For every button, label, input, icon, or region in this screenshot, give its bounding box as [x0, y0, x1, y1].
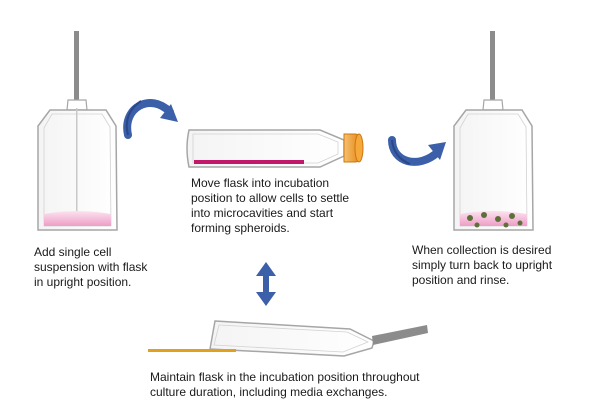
upright-flask-left [37, 31, 118, 231]
incubation-baseline [148, 349, 236, 352]
caption-maintain: Maintain flask in the incubation positio… [150, 370, 420, 400]
caption-line: Add single cell [34, 245, 112, 259]
caption-line: simply turn back to upright [412, 258, 553, 272]
caption-collect: When collection is desired simply turn b… [412, 243, 552, 288]
double-arrow-icon [256, 262, 276, 306]
caption-line: suspension with flask [34, 260, 148, 274]
tilted-flask-icon [209, 320, 428, 357]
rotate-arrow-icon [123, 99, 178, 139]
caption-line: in upright position. [34, 275, 132, 289]
caption-line: Maintain flask in the incubation positio… [150, 370, 420, 384]
caption-line: When collection is desired [412, 243, 552, 257]
caption-line: position and rinse. [412, 273, 510, 287]
caption-move-flask: Move flask into incubation position to a… [191, 176, 349, 236]
spheroid-icons [467, 212, 523, 228]
rotate-arrow-back-icon [388, 136, 446, 166]
caption-line: position to allow cells to settle [191, 191, 350, 205]
upright-flask-right [453, 31, 534, 231]
horizontal-flask-icon [186, 129, 364, 168]
caption-line: Move flask into incubation [191, 176, 330, 190]
caption-line: into microcavities and start [191, 206, 334, 220]
caption-add-cells: Add single cell suspension with flask in… [34, 245, 147, 290]
caption-line: culture duration, including media exchan… [150, 385, 388, 399]
caption-line: forming spheroids. [191, 221, 290, 235]
